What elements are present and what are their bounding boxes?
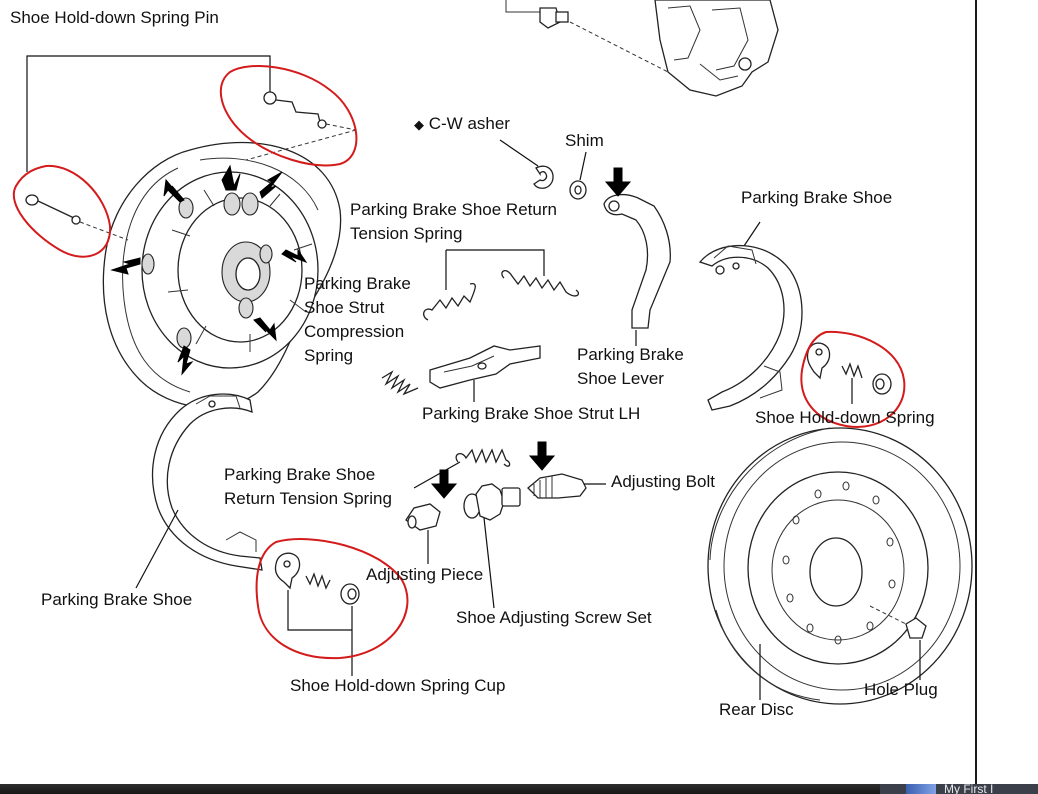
label-strut-spring-line3: Compression xyxy=(304,322,405,341)
label-shoe-lever-line2: Shoe Lever xyxy=(577,369,664,388)
right-margin xyxy=(977,0,1038,784)
caliper-part xyxy=(505,0,779,97)
parking-brake-shoe-right xyxy=(698,221,803,411)
parts-diagram: Shoe Hold-down Spring Pin ◆ C-W asher Sh… xyxy=(10,0,973,719)
label-parking-brake-shoe-right: Parking Brake Shoe xyxy=(741,188,893,207)
label-hold-down-spring-pin: Shoe Hold-down Spring Pin xyxy=(10,8,219,27)
rear-disc xyxy=(707,427,973,705)
backing-plate-hub xyxy=(102,141,342,409)
taskbar-app-button[interactable]: My First I xyxy=(880,784,1038,794)
shoe-strut-lh xyxy=(429,345,541,402)
label-return-spring-lower: Parking Brake Shoe Return Tension Spring xyxy=(224,463,392,511)
hold-down-spring-right xyxy=(806,342,892,404)
label-strut-spring-line4: Spring xyxy=(304,346,354,365)
label-c-washer: ◆ C-W asher xyxy=(414,112,510,137)
label-hold-down-spring: Shoe Hold-down Spring xyxy=(755,408,935,427)
label-spring-cup: Shoe Hold-down Spring Cup xyxy=(290,676,506,695)
window-thumbnail-icon xyxy=(906,784,936,794)
strut-compression-spring xyxy=(381,370,419,396)
return-tension-springs-upper xyxy=(423,249,580,321)
label-adjusting-piece: Adjusting Piece xyxy=(366,565,484,584)
label-strut-compression-spring: Parking Brake Shoe Strut Compression Spr… xyxy=(304,272,411,368)
return-tension-spring-lower xyxy=(413,448,511,489)
hold-down-spring-pins xyxy=(25,55,357,241)
label-rear-disc: Rear Disc xyxy=(719,700,794,719)
page-edge-divider xyxy=(975,0,977,784)
label-adjusting-screw-set: Shoe Adjusting Screw Set xyxy=(456,608,652,627)
c-washer-text: C-W asher xyxy=(428,114,510,133)
label-strut-spring-line1: Parking Brake xyxy=(304,274,411,293)
label-shoe-lever-line1: Parking Brake xyxy=(577,345,684,364)
label-return-spring-lower-line1: Parking Brake Shoe xyxy=(224,465,376,484)
label-strut-spring-line2: Shoe Strut xyxy=(304,298,385,317)
label-return-spring-upper-line1: Parking Brake Shoe Return xyxy=(350,200,557,219)
c-washer-bullet: ◆ xyxy=(414,117,424,132)
label-adjusting-bolt: Adjusting Bolt xyxy=(611,472,715,491)
label-return-spring-upper: Parking Brake Shoe Return Tension Spring xyxy=(350,198,557,246)
hold-down-spring-left xyxy=(274,552,360,676)
label-hole-plug: Hole Plug xyxy=(864,680,938,699)
parking-brake-shoe-lever xyxy=(603,167,671,329)
c-washer-shim xyxy=(499,139,587,200)
label-shim: Shim xyxy=(565,131,604,150)
label-shoe-strut-lh: Parking Brake Shoe Strut LH xyxy=(422,404,641,423)
label-parking-brake-shoe-left: Parking Brake Shoe xyxy=(41,590,193,609)
taskbar-app-label: My First I xyxy=(944,784,994,794)
taskbar: My First I xyxy=(0,784,1038,794)
label-return-spring-lower-line2: Return Tension Spring xyxy=(224,489,392,508)
label-return-spring-upper-line2: Tension Spring xyxy=(350,224,463,243)
brake-exploded-view xyxy=(13,0,973,705)
label-shoe-lever: Parking Brake Shoe Lever xyxy=(577,343,684,391)
parking-brake-shoe-left xyxy=(135,393,263,589)
adjuster-assembly xyxy=(405,441,606,609)
hub-bolt-arrows xyxy=(110,164,308,376)
red-annotation-circles xyxy=(13,65,906,660)
